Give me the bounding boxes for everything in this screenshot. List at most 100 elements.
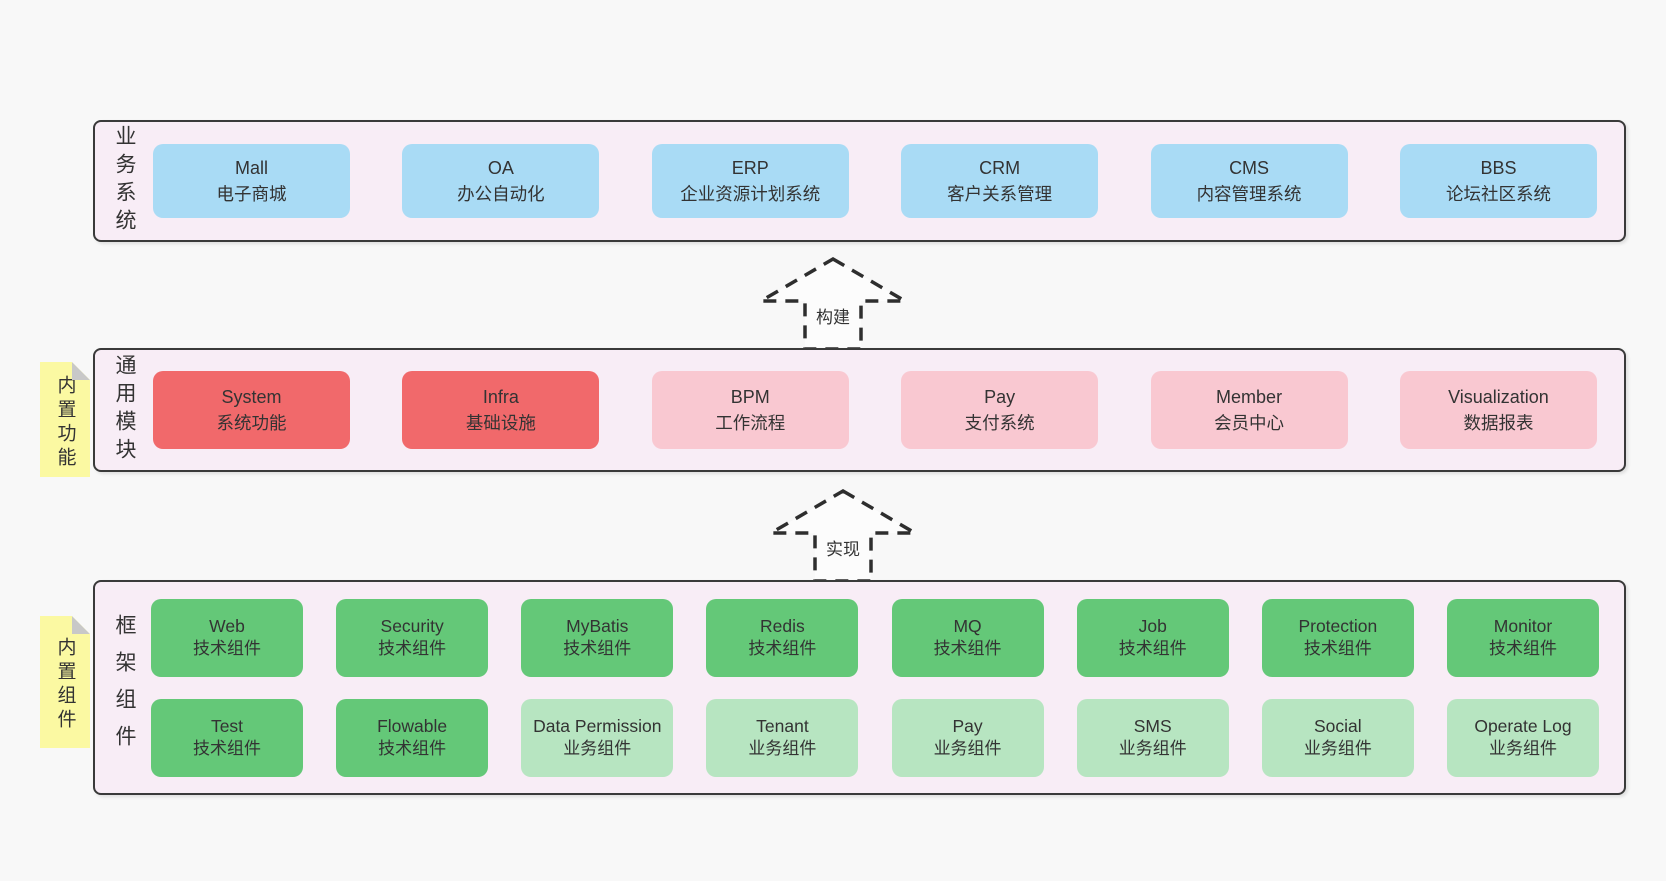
box-member: Member 会员中心 xyxy=(1150,371,1348,449)
box-flowable: Flowable 技术组件 xyxy=(336,698,489,777)
box-title: Member xyxy=(1216,387,1283,408)
box-social: Social 业务组件 xyxy=(1261,698,1414,777)
box-subtitle: 系统功能 xyxy=(216,412,287,433)
box-title: Data Permission xyxy=(533,716,662,737)
framework-components-grid: Web 技术组件 Security 技术组件 MyBatis 技术组件 Redi… xyxy=(149,582,1624,793)
box-title: BPM xyxy=(730,387,770,408)
box-title: Mall xyxy=(234,158,268,179)
box-subtitle: 会员中心 xyxy=(1214,412,1285,433)
box-title: Tenant xyxy=(756,716,809,737)
components-row-2: Test 技术组件 Flowable 技术组件 Data Permission … xyxy=(151,698,1599,777)
box-title: CRM xyxy=(979,158,1021,179)
box-title: System xyxy=(221,387,282,408)
box-title: Security xyxy=(380,616,444,637)
box-subtitle: 业务组件 xyxy=(1488,738,1557,758)
sticky-note-label: 内置组件 xyxy=(54,637,76,733)
build-arrow-label: 构建 xyxy=(814,303,852,328)
box-subtitle: 业务组件 xyxy=(748,738,817,758)
build-arrow: 构建 xyxy=(758,256,908,352)
box-subtitle: 业务组件 xyxy=(563,738,632,758)
box-title: ERP xyxy=(731,158,769,179)
box-tenant: Tenant 业务组件 xyxy=(706,698,859,777)
band-business-systems: 业务系统 Mall 电子商城 OA 办公自动化 ERP 企业资源计划系统 CRM… xyxy=(93,120,1626,242)
box-cms: CMS 内容管理系统 xyxy=(1150,144,1348,218)
box-subtitle: 电子商城 xyxy=(216,183,287,204)
box-title: BBS xyxy=(1480,158,1517,179)
box-title: OA xyxy=(487,158,514,179)
sticky-note-built-in-components: 内置组件 xyxy=(40,616,90,748)
box-subtitle: 技术组件 xyxy=(378,638,447,658)
box-visualization: Visualization 数据报表 xyxy=(1399,371,1597,449)
business-systems-boxes: Mall 电子商城 OA 办公自动化 ERP 企业资源计划系统 CRM 客户关系… xyxy=(149,122,1624,240)
box-sms: SMS 业务组件 xyxy=(1076,698,1229,777)
box-system: System 系统功能 xyxy=(153,371,350,449)
band-common-modules: 通用模块 System 系统功能 Infra 基础设施 BPM 工作流程 Pay… xyxy=(93,348,1626,472)
box-subtitle: 客户关系管理 xyxy=(947,183,1053,204)
box-operate-log: Operate Log 业务组件 xyxy=(1446,698,1599,777)
box-subtitle: 论坛社区系统 xyxy=(1445,183,1551,204)
implement-arrow: 实现 xyxy=(768,488,918,584)
box-pay-component: Pay 业务组件 xyxy=(891,698,1044,777)
box-subtitle: 工作流程 xyxy=(715,412,786,433)
box-subtitle: 技术组件 xyxy=(193,638,261,658)
implement-arrow-label: 实现 xyxy=(824,535,862,560)
box-title: Protection xyxy=(1298,616,1378,637)
box-test: Test 技术组件 xyxy=(151,698,303,777)
box-title: Test xyxy=(210,716,244,737)
box-subtitle: 技术组件 xyxy=(748,638,817,658)
band-label-business-systems: 业务系统 xyxy=(113,125,136,237)
box-subtitle: 业务组件 xyxy=(1303,738,1372,758)
box-subtitle: 支付系统 xyxy=(964,412,1035,433)
box-title: MQ xyxy=(953,616,982,637)
box-subtitle: 业务组件 xyxy=(1118,738,1187,758)
box-infra: Infra 基础设施 xyxy=(402,371,600,449)
box-title: Infra xyxy=(482,387,519,408)
box-subtitle: 技术组件 xyxy=(1118,638,1187,658)
band-label-framework-components: 框架组件 xyxy=(113,613,136,762)
band-framework-components: 框架组件 Web 技术组件 Security 技术组件 MyBatis 技术组件… xyxy=(93,580,1626,795)
box-monitor: Monitor 技术组件 xyxy=(1446,598,1599,677)
box-title: Social xyxy=(1314,716,1362,737)
box-subtitle: 业务组件 xyxy=(933,738,1002,758)
box-subtitle: 技术组件 xyxy=(1303,638,1372,658)
folded-corner-icon xyxy=(72,362,90,380)
box-web: Web 技术组件 xyxy=(151,598,303,677)
box-title: Monitor xyxy=(1493,616,1553,637)
box-title: Operate Log xyxy=(1474,716,1572,737)
box-subtitle: 基础设施 xyxy=(465,412,536,433)
box-title: Pay xyxy=(984,387,1016,408)
box-title: Flowable xyxy=(377,716,448,737)
box-title: Visualization xyxy=(1448,387,1549,408)
box-mq: MQ 技术组件 xyxy=(891,598,1044,677)
box-subtitle: 办公自动化 xyxy=(457,183,545,204)
box-subtitle: 技术组件 xyxy=(1488,638,1557,658)
band-label-common-modules: 通用模块 xyxy=(113,354,136,466)
box-bpm: BPM 工作流程 xyxy=(651,371,849,449)
box-mall: Mall 电子商城 xyxy=(153,144,350,218)
common-modules-boxes: System 系统功能 Infra 基础设施 BPM 工作流程 Pay 支付系统… xyxy=(149,350,1624,470)
box-subtitle: 技术组件 xyxy=(933,638,1002,658)
box-subtitle: 技术组件 xyxy=(193,738,261,758)
box-pay-module: Pay 支付系统 xyxy=(901,371,1099,449)
box-title: MyBatis xyxy=(566,616,629,637)
box-title: Job xyxy=(1138,616,1167,637)
box-job: Job 技术组件 xyxy=(1076,598,1229,677)
box-data-permission: Data Permission 业务组件 xyxy=(521,698,674,777)
box-subtitle: 技术组件 xyxy=(563,638,632,658)
box-crm: CRM 客户关系管理 xyxy=(901,144,1099,218)
box-title: CMS xyxy=(1229,158,1270,179)
box-subtitle: 内容管理系统 xyxy=(1196,183,1302,204)
box-subtitle: 数据报表 xyxy=(1463,412,1534,433)
box-oa: OA 办公自动化 xyxy=(402,144,600,218)
components-row-1: Web 技术组件 Security 技术组件 MyBatis 技术组件 Redi… xyxy=(151,598,1599,677)
folded-corner-icon xyxy=(72,616,90,634)
box-mybatis: MyBatis 技术组件 xyxy=(521,598,674,677)
box-bbs: BBS 论坛社区系统 xyxy=(1399,144,1597,218)
box-security: Security 技术组件 xyxy=(336,598,489,677)
sticky-note-label: 内置功能 xyxy=(54,374,76,471)
box-subtitle: 技术组件 xyxy=(378,738,447,758)
sticky-note-built-in-features: 内置功能 xyxy=(40,362,90,477)
box-title: SMS xyxy=(1133,716,1172,737)
box-protection: Protection 技术组件 xyxy=(1261,598,1414,677)
